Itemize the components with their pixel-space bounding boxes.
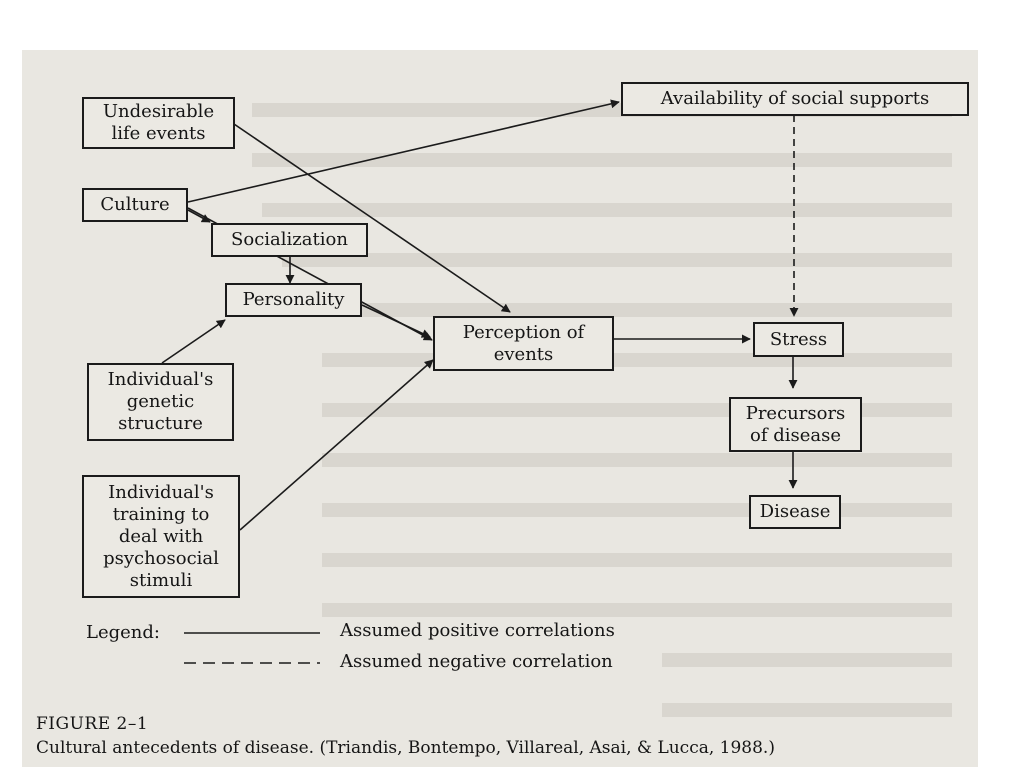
legend-label: Legend: bbox=[86, 622, 160, 643]
node-perception-of-events: Perception of events bbox=[433, 316, 614, 371]
arrow-personality-to-perception bbox=[361, 304, 431, 338]
arrow-undesirable-to-perception bbox=[233, 123, 511, 313]
node-socialization: Socialization bbox=[211, 223, 368, 257]
arrow-culture-to-socialization bbox=[187, 209, 211, 223]
node-disease: Disease bbox=[749, 495, 841, 529]
legend-negative-text: Assumed negative correlation bbox=[340, 651, 613, 672]
scanned-page: Undesirable life events Culture Socializ… bbox=[22, 50, 978, 767]
caption-source: (Triandis, Bontempo, Villareal, Asai, & … bbox=[319, 738, 775, 758]
figure-number: FIGURE 2–1 bbox=[36, 714, 149, 734]
node-stress: Stress bbox=[753, 322, 844, 357]
legend-positive-text: Assumed positive correlations bbox=[340, 620, 615, 641]
arrow-genetic-to-personality bbox=[161, 319, 226, 364]
node-personality: Personality bbox=[225, 283, 362, 317]
arrow-training-to-perception bbox=[239, 359, 434, 531]
arrow-layer bbox=[161, 99, 799, 664]
figure-caption: Cultural antecedents of disease. (Triand… bbox=[36, 738, 775, 758]
node-individuals-training: Individual's training to deal with psych… bbox=[82, 475, 240, 598]
node-culture: Culture bbox=[82, 188, 188, 222]
node-individuals-genetic-structure: Individual's genetic structure bbox=[87, 363, 234, 441]
caption-title: Cultural antecedents of disease. bbox=[36, 738, 315, 758]
node-undesirable-life-events: Undesirable life events bbox=[82, 97, 235, 149]
arrow-culture-to-social-supports bbox=[187, 99, 620, 203]
node-precursors-of-disease: Precursors of disease bbox=[729, 397, 862, 452]
node-availability-of-social-supports: Availability of social supports bbox=[621, 82, 969, 116]
